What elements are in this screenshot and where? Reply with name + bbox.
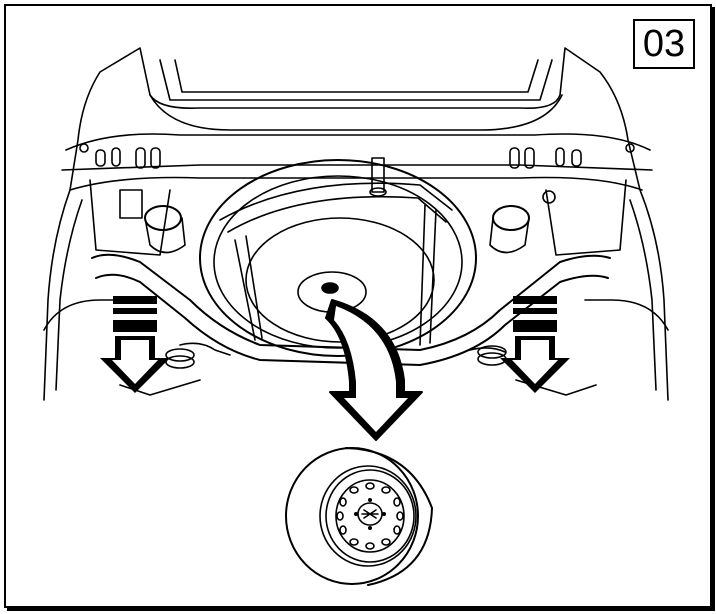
removed-spare-wheel (285, 447, 433, 586)
down-arrow-icon (500, 296, 570, 393)
illustration-frame (4, 4, 712, 608)
curved-arrow-icon (325, 299, 423, 441)
spare-tire-in-well (199, 157, 477, 357)
rear-suspension (91, 205, 611, 396)
step-number-badge: 03 (633, 19, 695, 69)
down-arrow-icon (100, 296, 170, 393)
car-body (43, 47, 669, 401)
